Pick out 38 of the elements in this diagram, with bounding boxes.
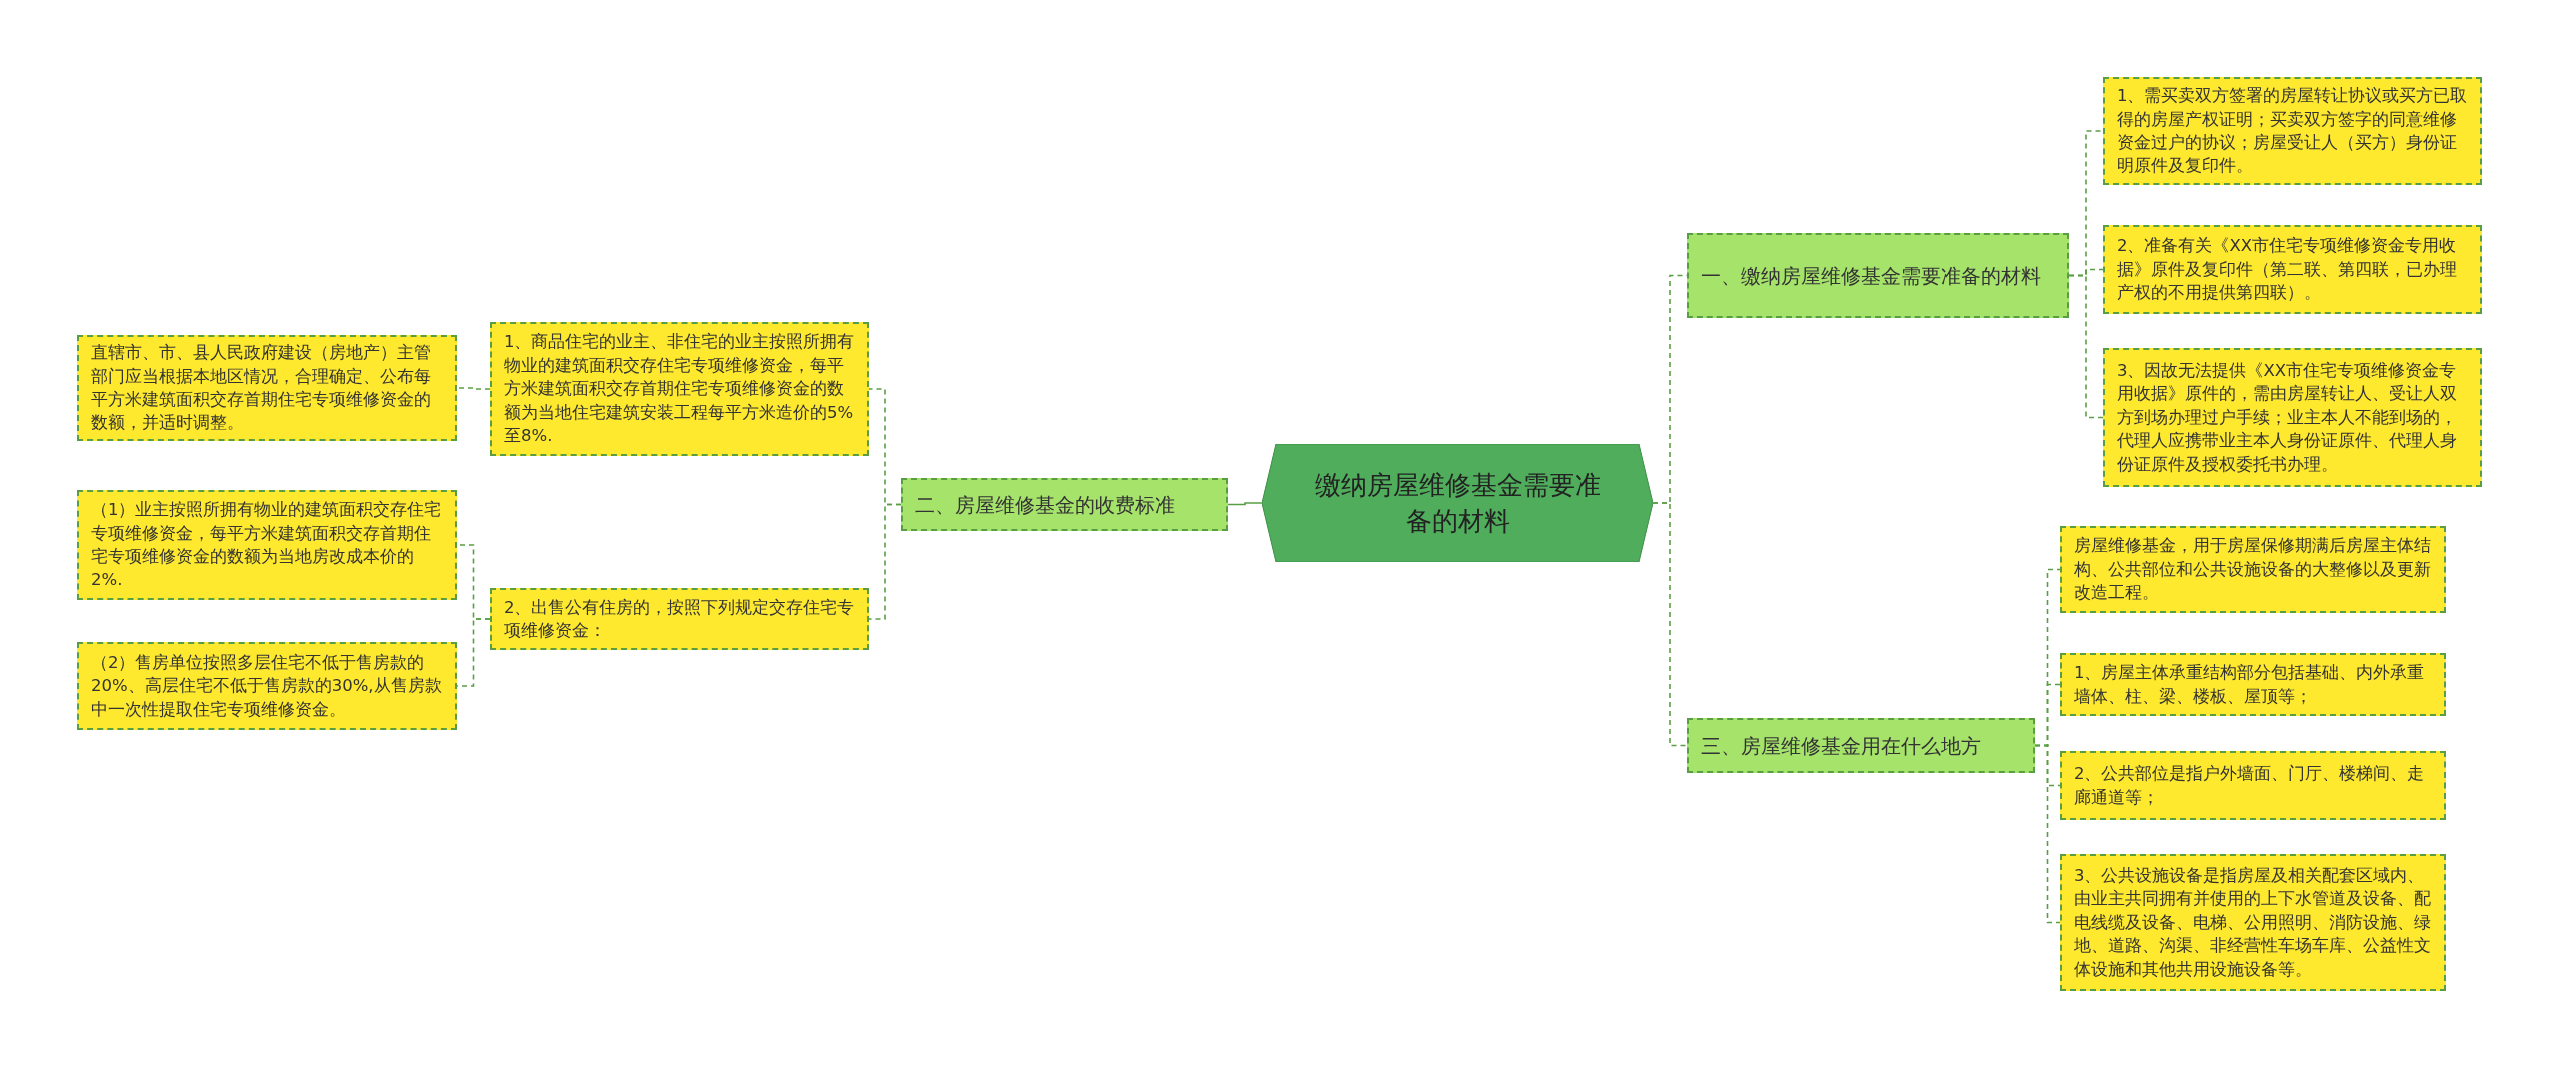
note-box bbox=[2103, 348, 2482, 487]
node-text: 2、准备有关《XX市住宅专项维修资金专用收据》原件及复印件（第二联、第四联，已办理产权的不用提供第四联）。 bbox=[2117, 235, 2458, 305]
connector-line bbox=[2068, 274, 2104, 419]
note-box bbox=[490, 322, 869, 456]
note-box bbox=[2103, 77, 2482, 185]
connector-line bbox=[2034, 744, 2061, 924]
node-text: 缴纳房屋维修基金需要准备的材料 bbox=[1313, 468, 1602, 538]
connector-line bbox=[1227, 502, 1263, 506]
node-text: 3、公共设施设备是指房屋及相关配套区域内、由业主共同拥有并使用的上下水管道及设备、配电线缆及设备、电梯、公用照明、消防设施、绿地、道路、沟渠、非经营性车场车库、公益性文体设施和其他共用设施设备等。 bbox=[2074, 864, 2432, 981]
note-box bbox=[77, 335, 457, 441]
node-text: 二、房屋维修基金的收费标准 bbox=[915, 491, 1175, 519]
topic-box bbox=[1687, 233, 2069, 318]
note-box bbox=[77, 490, 457, 600]
topic-box bbox=[1687, 718, 2035, 773]
node-text: 三、房屋维修基金用在什么地方 bbox=[1701, 732, 1981, 760]
note-box bbox=[2103, 225, 2482, 314]
node-text: 房屋维修基金，用于房屋保修期满后房屋主体结构、公共部位和公共设施设备的大整修以及更新改造工程。 bbox=[2074, 535, 2432, 605]
node-text: 1、商品住宅的业主、非住宅的业主按照所拥有物业的建筑面积交存住宅专项维修资金，每平方米建筑面积交存首期住宅专项维修资金的数额为当地住宅建筑安装工程每平方米造价的5%至8%. bbox=[504, 331, 855, 448]
node-text: 2、公共部位是指户外墙面、门厅、楼梯间、走廊通道等； bbox=[2074, 763, 2426, 809]
connector-line bbox=[868, 503, 902, 620]
central-topic-hexagon bbox=[1262, 444, 1653, 562]
node-text: 一、缴纳房屋维修基金需要准备的材料 bbox=[1701, 262, 2041, 290]
node-text: 1、房屋主体承重结构部分包括基础、内外承重墙体、柱、梁、楼板、屋顶等； bbox=[2074, 662, 2426, 708]
topic-box bbox=[901, 478, 1228, 531]
note-box bbox=[2060, 751, 2446, 820]
node-text: 1、需买卖双方签署的房屋转让协议或买方已取得的房屋产权证明；买卖双方签字的同意维修资金过户的协议；房屋受让人（买方）身份证明原件及复印件。 bbox=[2117, 85, 2468, 178]
node-text: 3、因故无法提供《XX市住宅专项维修资金专用收据》原件的，需由房屋转让人、受让人双方到场办理过户手续；业主本人不能到场的，代理人应携带业主本人身份证原件、代理人身份证原件及授权委托书办理。 bbox=[2117, 359, 2458, 476]
note-box bbox=[2060, 653, 2446, 716]
node-text: 直辖市、市、县人民政府建设（房地产）主管部门应当根据本地区情况，合理确定、公布每平方米建筑面积交存首期住宅专项维修资金的数额，并适时调整。 bbox=[91, 342, 432, 435]
note-box bbox=[2060, 854, 2446, 991]
connector-line bbox=[1652, 502, 1688, 747]
node-text: （1）业主按照所拥有物业的建筑面积交存住宅专项维修资金，每平方米建筑面积交存首期住宅专项维修资金的数额为当地房改成本价的2%. bbox=[91, 499, 443, 592]
note-box bbox=[77, 642, 457, 730]
node-text: （2）售房单位按照多层住宅不低于售房款的20%、高层住宅不低于售房款的30%,从售房款中一次性提取住宅专项维修资金。 bbox=[91, 651, 443, 721]
note-box bbox=[490, 588, 869, 650]
connector-line bbox=[456, 387, 491, 390]
note-box bbox=[2060, 526, 2446, 613]
node-text: 2、出售公有住房的，按照下列规定交存住宅专项维修资金： bbox=[504, 596, 855, 642]
